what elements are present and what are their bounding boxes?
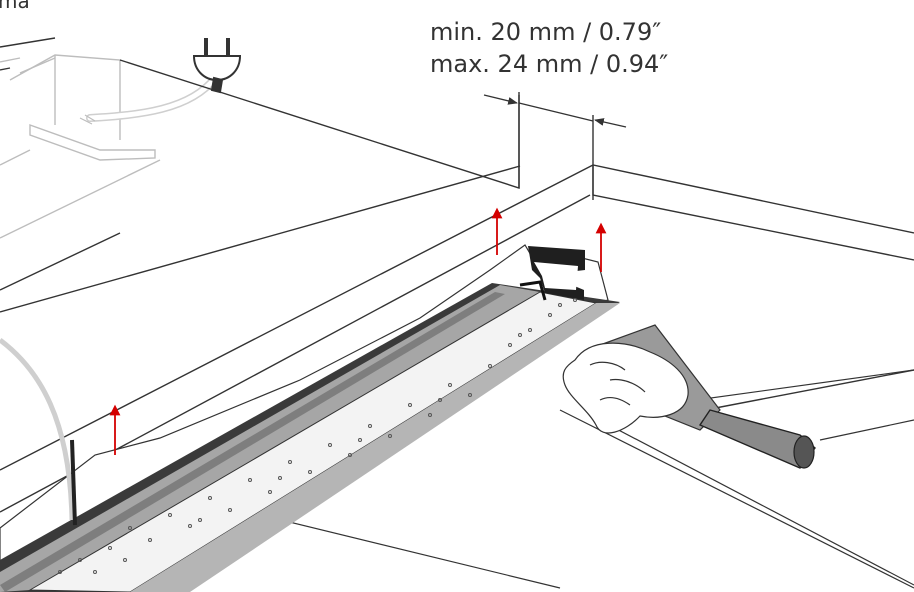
ceiling-panel xyxy=(0,37,914,589)
led-profile xyxy=(0,246,620,592)
cable-to-plug xyxy=(79,74,219,125)
left-cable xyxy=(0,338,77,526)
dimension-max-label: max. 24 mm / 0.94″ xyxy=(430,50,668,78)
led-dots xyxy=(58,298,577,574)
cloth-rag xyxy=(562,342,689,434)
power-plug-icon xyxy=(192,38,242,94)
junction-box-ghost xyxy=(0,54,161,239)
dimension-min-label: min. 20 mm / 0.79″ xyxy=(430,18,661,46)
pull-up-arrows xyxy=(109,207,607,455)
cropped-caption: ma xyxy=(0,0,30,13)
